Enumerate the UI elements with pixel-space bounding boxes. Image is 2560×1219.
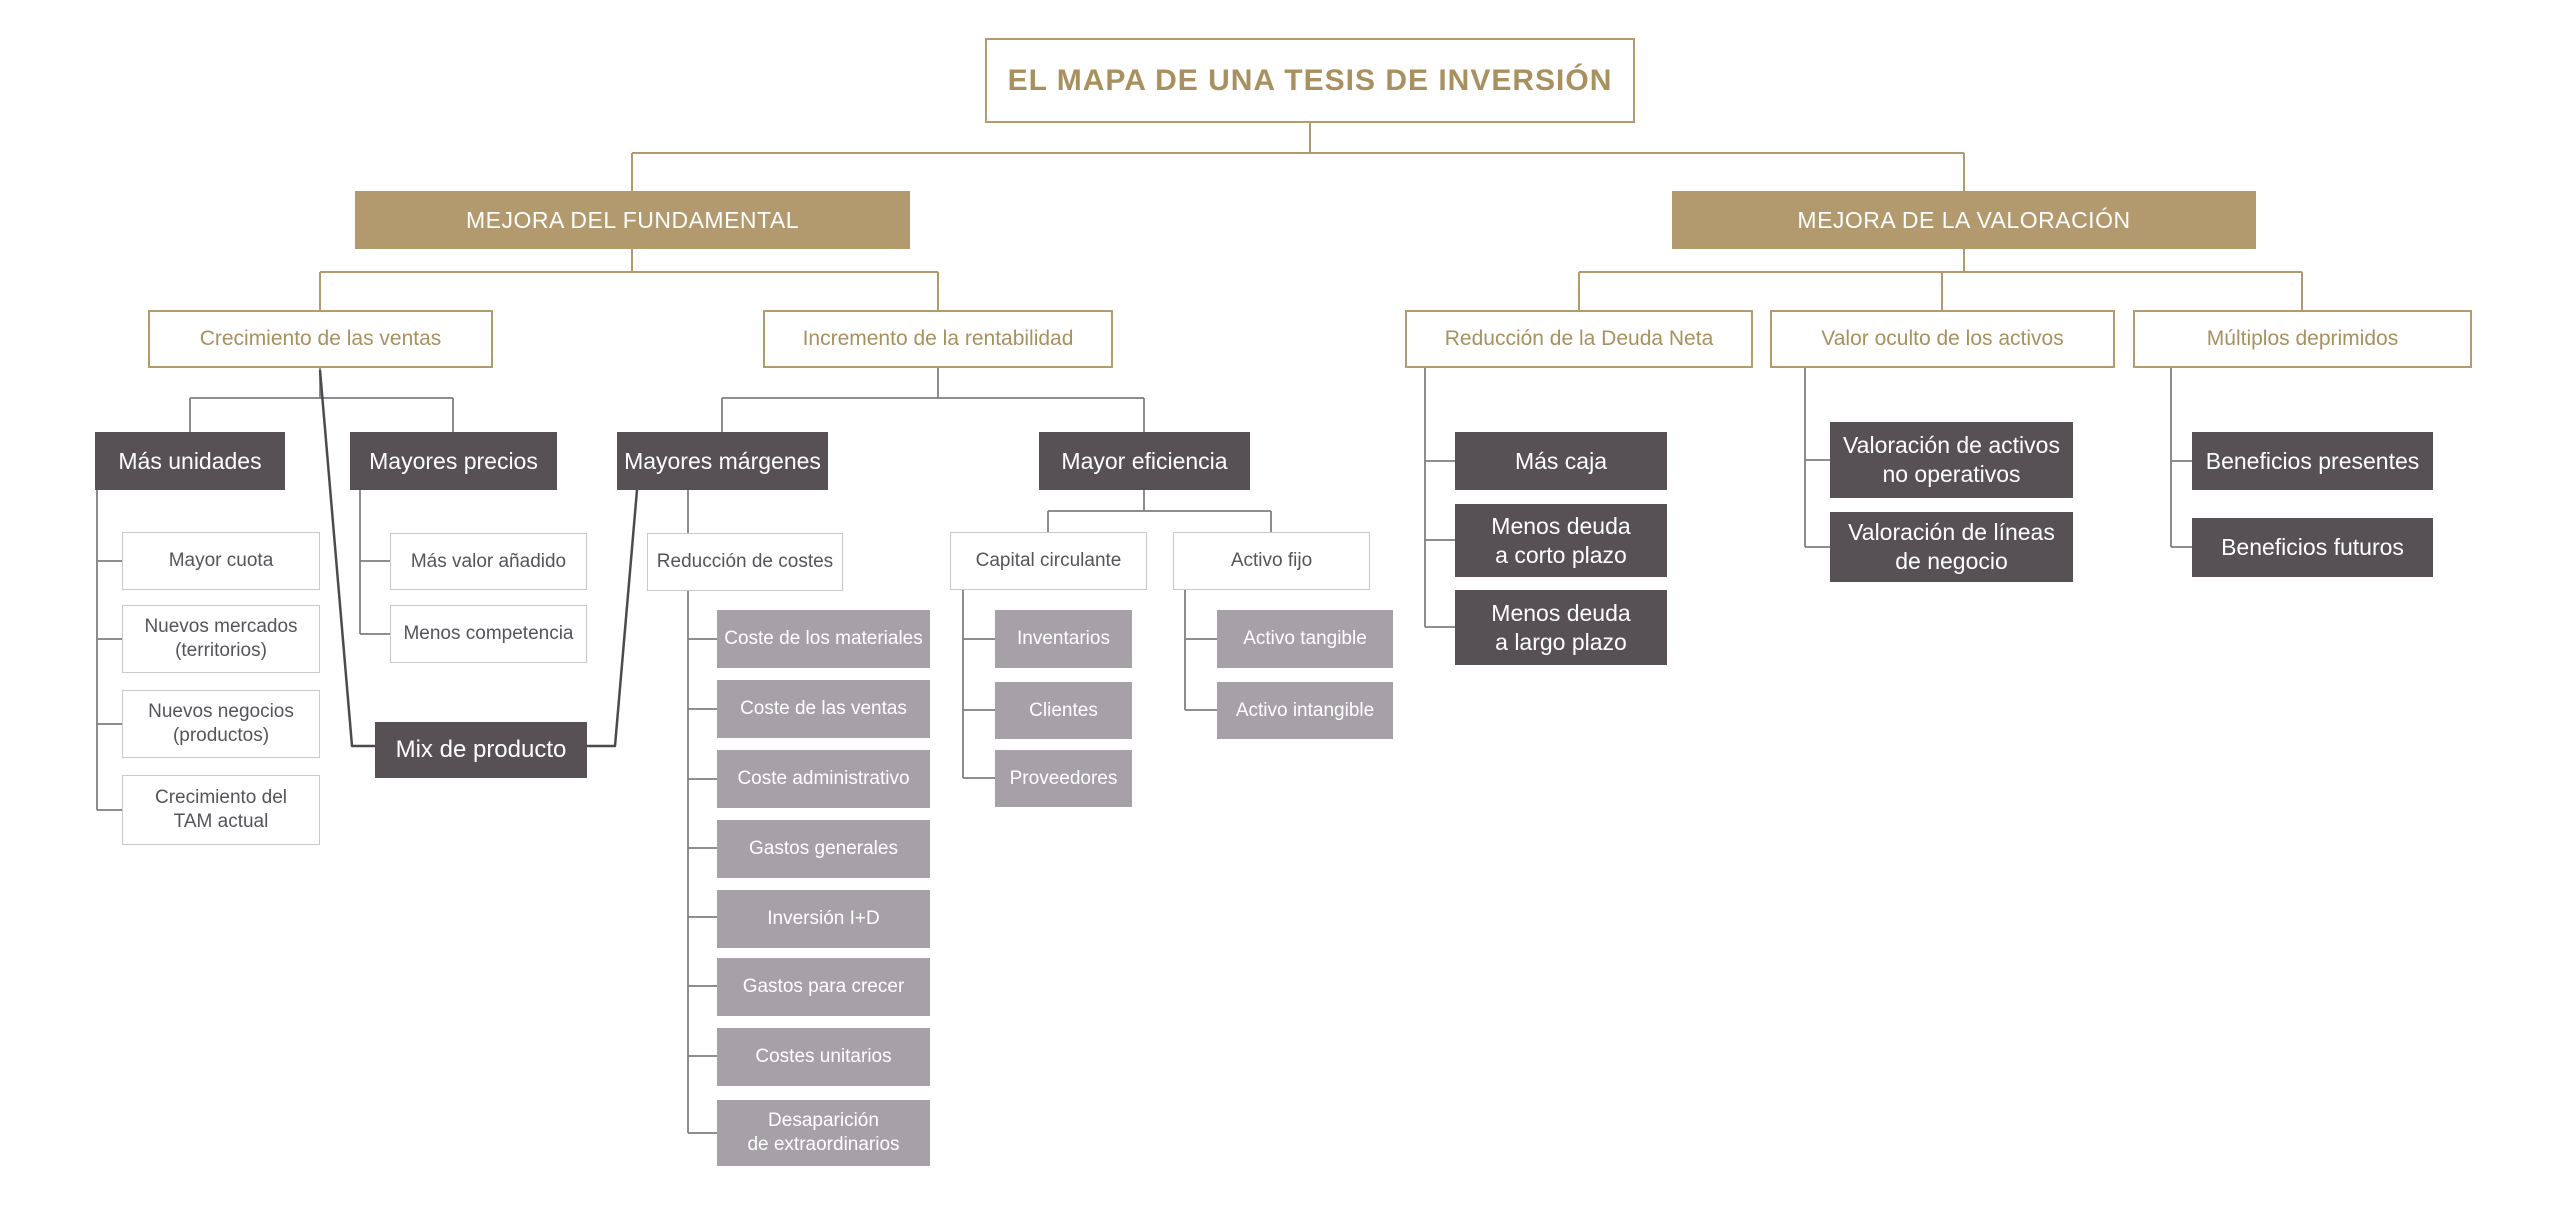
node-coste-administrativo: Coste administrativo xyxy=(717,750,930,808)
node-valoracion-activos-no-operativos: Valoración de activos no operativos xyxy=(1830,422,2073,498)
node-menos-deuda-largo: Menos deuda a largo plazo xyxy=(1455,590,1667,665)
node-costes-unitarios: Costes unitarios xyxy=(717,1028,930,1086)
node-mix-de-producto: Mix de producto xyxy=(375,722,587,778)
node-crecimiento-ventas: Crecimiento de las ventas xyxy=(148,310,493,368)
node-multiplos-deprimidos: Múltiplos deprimidos xyxy=(2133,310,2472,368)
node-beneficios-presentes: Beneficios presentes xyxy=(2192,432,2433,490)
node-activo-fijo: Activo fijo xyxy=(1173,532,1370,590)
node-mayor-eficiencia: Mayor eficiencia xyxy=(1039,432,1250,490)
node-coste-ventas: Coste de las ventas xyxy=(717,680,930,738)
node-crecimiento-tam: Crecimiento del TAM actual xyxy=(122,775,320,845)
node-valor-oculto-activos: Valor oculto de los activos xyxy=(1770,310,2115,368)
node-mejora-de-la-valoracion: MEJORA DE LA VALORACIÓN xyxy=(1672,191,2256,249)
node-mas-caja: Más caja xyxy=(1455,432,1667,490)
node-mayor-cuota: Mayor cuota xyxy=(122,532,320,590)
connectors-mix-diagonals xyxy=(318,369,639,748)
node-menos-competencia: Menos competencia xyxy=(390,605,587,663)
node-mayores-precios: Mayores precios xyxy=(350,432,557,490)
node-gastos-para-crecer: Gastos para crecer xyxy=(717,958,930,1016)
node-activo-tangible: Activo tangible xyxy=(1217,610,1393,668)
node-inversion-id: Inversión I+D xyxy=(717,890,930,948)
node-proveedores: Proveedores xyxy=(995,750,1132,807)
node-capital-circulante: Capital circulante xyxy=(950,532,1147,590)
node-inventarios: Inventarios xyxy=(995,610,1132,668)
connectors-tan xyxy=(319,123,2303,310)
node-menos-deuda-corto: Menos deuda a corto plazo xyxy=(1455,504,1667,577)
node-title: EL MAPA DE UNA TESIS DE INVERSIÓN xyxy=(985,38,1635,123)
node-beneficios-futuros: Beneficios futuros xyxy=(2192,518,2433,577)
node-mas-valor-anadido: Más valor añadido xyxy=(390,533,587,590)
node-clientes: Clientes xyxy=(995,682,1132,739)
node-gastos-generales: Gastos generales xyxy=(717,820,930,878)
node-mejora-del-fundamental: MEJORA DEL FUNDAMENTAL xyxy=(355,191,910,249)
node-nuevos-mercados: Nuevos mercados (territorios) xyxy=(122,605,320,673)
node-mas-unidades: Más unidades xyxy=(95,432,285,490)
node-mayores-margenes: Mayores márgenes xyxy=(617,432,828,490)
node-incremento-rentabilidad: Incremento de la rentabilidad xyxy=(763,310,1113,368)
node-nuevos-negocios: Nuevos negocios (productos) xyxy=(122,690,320,758)
node-reduccion-deuda-neta: Reducción de la Deuda Neta xyxy=(1405,310,1753,368)
node-activo-intangible: Activo intangible xyxy=(1217,682,1393,739)
node-valoracion-lineas-negocio: Valoración de líneas de negocio xyxy=(1830,512,2073,582)
node-reduccion-costes: Reducción de costes xyxy=(647,533,843,591)
node-coste-materiales: Coste de los materiales xyxy=(717,610,930,668)
node-desaparicion-extraordinarios: Desaparición de extraordinarios xyxy=(717,1100,930,1166)
